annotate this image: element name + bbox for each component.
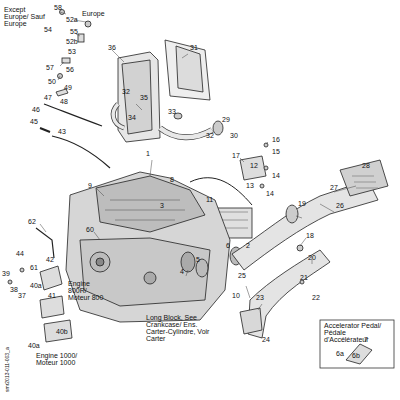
- callout-number: 54: [44, 26, 52, 33]
- callout-number: 21: [300, 274, 308, 281]
- callout-number: 44: [16, 250, 24, 257]
- callout-number: 6: [226, 242, 230, 249]
- callout-number: 43: [58, 128, 66, 135]
- callout-number: 22: [312, 294, 320, 301]
- callout-number: 1: [146, 150, 150, 157]
- callout-number: 20: [308, 254, 316, 261]
- callout-number: 34: [128, 114, 136, 121]
- callout-number: 4: [180, 268, 184, 275]
- note-text: Europe: [82, 10, 105, 17]
- callout-number: 33: [168, 108, 176, 115]
- callout-number: 40a: [28, 342, 40, 349]
- callout-number: 11: [206, 196, 213, 203]
- callout-number: 8: [170, 176, 174, 183]
- callout-number: 7: [364, 336, 368, 343]
- callout-number: 46: [32, 106, 40, 113]
- note-text: Engine 1000/ Moteur 1000: [36, 352, 82, 366]
- callout-number: 19: [298, 200, 306, 207]
- callout-number: 36: [108, 44, 116, 51]
- callout-number: 29: [222, 116, 230, 123]
- callout-number: 56: [66, 66, 74, 73]
- callout-number: 31: [190, 44, 198, 51]
- callout-number: 41: [48, 292, 56, 299]
- callout-number: 40b: [56, 328, 68, 335]
- callout-number: 37: [18, 292, 26, 299]
- callout-number: 39: [2, 270, 10, 277]
- callout-number: 10: [232, 292, 240, 299]
- callout-number: 62: [28, 218, 36, 225]
- callout-number: 60: [86, 226, 94, 233]
- callout-number: 3: [160, 202, 164, 209]
- callout-number: 32: [122, 88, 130, 95]
- callout-number: 15: [272, 148, 280, 155]
- callout-number: 45: [30, 118, 38, 125]
- callout-number: 26: [336, 202, 344, 209]
- callout-number: 23: [256, 294, 264, 301]
- callout-number: 2: [246, 242, 250, 249]
- callout-number: 12: [250, 162, 258, 169]
- callout-number: 38: [10, 286, 18, 293]
- callout-number: 5: [196, 256, 200, 263]
- callout-number: 40a: [30, 282, 42, 289]
- callout-number: 32: [206, 132, 214, 139]
- callout-number: 25: [238, 272, 246, 279]
- callout-number: 53: [68, 48, 76, 55]
- callout-number: 57: [46, 64, 54, 71]
- callout-number: 6a: [336, 350, 344, 357]
- callout-number: 9: [88, 182, 92, 189]
- callout-number: 47: [44, 94, 52, 101]
- callout-number: 28: [362, 162, 370, 169]
- callout-number: 42: [46, 256, 54, 263]
- callout-number: 27: [330, 184, 338, 191]
- callout-number: 61: [30, 264, 38, 271]
- callout-number: 18: [306, 232, 314, 239]
- callout-number: 6b: [352, 352, 360, 359]
- callout-number: 30: [230, 132, 238, 139]
- callout-number: 49: [64, 84, 72, 91]
- callout-number: 48: [60, 98, 68, 105]
- callout-number: 14: [272, 172, 280, 179]
- note-text: Accelerator Pedal/ Pédale d'Accélérateur: [324, 322, 392, 343]
- callout-number: 52b: [66, 38, 78, 45]
- callout-number: 17: [232, 152, 240, 159]
- note-text: Engine 800R/ Moteur 800: [68, 280, 110, 301]
- callout-number: 58: [54, 4, 62, 11]
- callout-number: 14: [266, 190, 274, 197]
- callout-number: 52a: [66, 16, 78, 23]
- callout-number: 55: [70, 28, 78, 35]
- callout-number: 16: [272, 136, 280, 143]
- note-text: Long Block, See Crankcase/ Ens. Carter-C…: [146, 314, 212, 342]
- callout-number: 13: [246, 182, 254, 189]
- note-text: smr2013-011-003_a: [4, 347, 11, 392]
- callout-number: 35: [140, 94, 148, 101]
- callout-number: 50: [48, 78, 56, 85]
- note-text: Except Europe/ Sauf Europe: [4, 6, 48, 27]
- callout-number: 24: [262, 336, 270, 343]
